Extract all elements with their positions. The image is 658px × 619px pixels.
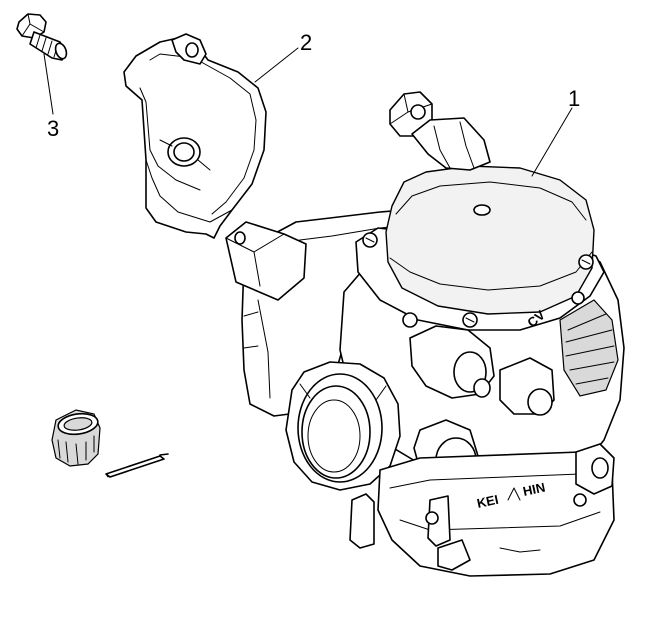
brand-text-left: KEI <box>476 492 500 511</box>
bolt-part <box>16 13 68 61</box>
idle-screw-cap-part <box>51 409 101 467</box>
callout-label-2: 2 <box>300 30 312 55</box>
carburetor-part: KEI HIN CV <box>225 91 625 577</box>
leader-line-1 <box>531 107 573 177</box>
callout-label-3: 3 <box>47 116 59 141</box>
brand-text-right: HIN <box>522 480 547 499</box>
leader-line-2 <box>254 47 299 83</box>
cover-part <box>123 33 267 239</box>
callout-label-1: 1 <box>568 86 580 111</box>
leader-line-3 <box>43 53 54 115</box>
float-pin-part <box>105 453 169 478</box>
brand-logo-mark <box>507 487 521 501</box>
